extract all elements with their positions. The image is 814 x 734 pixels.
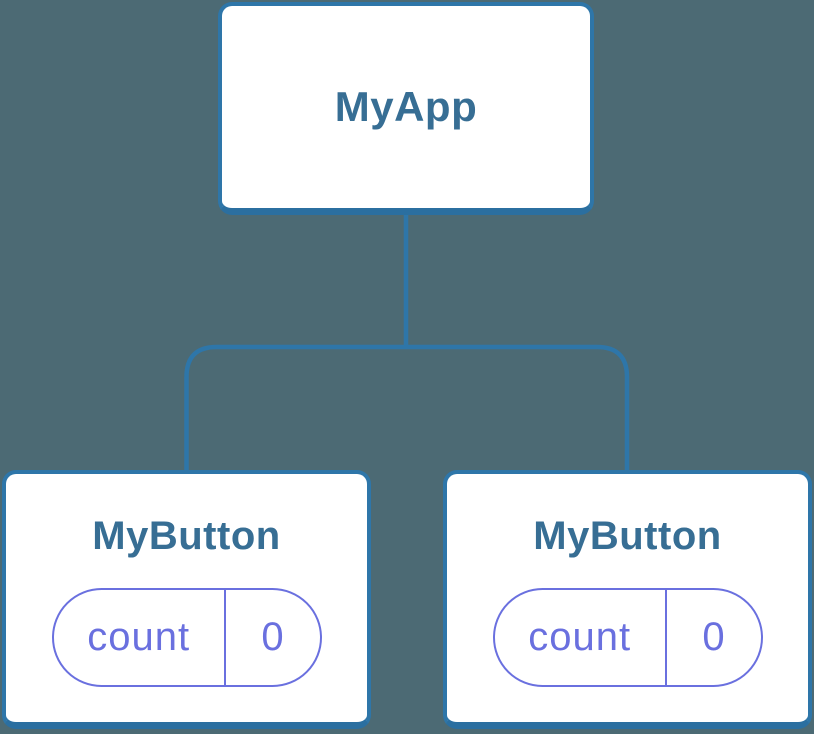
state-key-label: count bbox=[87, 615, 191, 659]
state-pill-left: count 0 bbox=[51, 588, 322, 687]
state-pill-right: count 0 bbox=[492, 588, 763, 687]
node-label-child-left: MyButton bbox=[92, 514, 281, 558]
state-pill-divider bbox=[223, 590, 227, 685]
tree-node-child-left: MyButton count 0 bbox=[2, 470, 371, 729]
state-value-label: 0 bbox=[702, 615, 726, 659]
tree-node-root: MyApp bbox=[218, 2, 594, 215]
node-label-root: MyApp bbox=[334, 82, 478, 130]
tree-node-child-right: MyButton count 0 bbox=[443, 470, 812, 729]
connector-branch-bracket bbox=[184, 344, 630, 472]
state-pill-divider bbox=[664, 590, 668, 685]
node-label-child-right: MyButton bbox=[533, 514, 722, 558]
state-key-label: count bbox=[528, 615, 632, 659]
state-value-label: 0 bbox=[261, 615, 285, 659]
